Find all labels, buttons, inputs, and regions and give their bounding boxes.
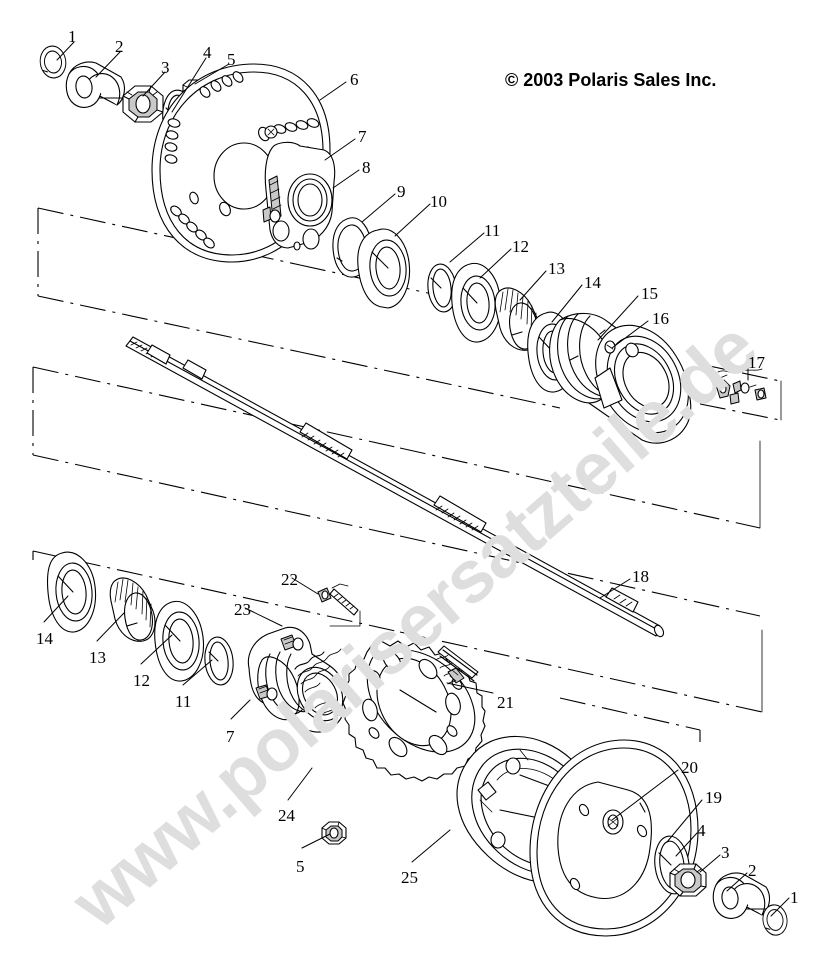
callout-number-20: 20 [681, 758, 698, 777]
part-5b-castle-nut [321, 821, 347, 845]
leader-line-23 [244, 607, 283, 627]
callout-number-5b: 5 [296, 857, 305, 876]
leader-line-1 [56, 41, 75, 61]
leader-line-22 [291, 577, 319, 595]
leader-line-2 [95, 51, 121, 78]
leader-line-13 [519, 270, 547, 301]
callout-number-14: 14 [584, 273, 601, 292]
leader-line-14 [551, 284, 583, 323]
part-13b-bearing-cone [109, 577, 156, 642]
leader-line-11 [449, 232, 485, 263]
callout-number-7b: 7 [226, 727, 235, 746]
leader-line-6 [319, 81, 347, 101]
callout-number-9: 9 [397, 182, 406, 201]
part-11b-oring [204, 636, 234, 686]
group-boundary-lower [32, 366, 763, 742]
part-8-hub-carrier-top [262, 141, 336, 251]
leader-line-20 [611, 769, 679, 821]
leader-line-7 [324, 138, 356, 161]
callout-number-6: 6 [350, 70, 359, 89]
part-3-castle-nut-top [122, 85, 164, 123]
leader-line-25 [411, 829, 451, 863]
part-18-axle-shaft [125, 336, 665, 638]
callout-number-3: 3 [161, 58, 170, 77]
leader-line-19 [666, 799, 703, 843]
callout-number-11: 11 [484, 221, 501, 240]
part-23-sprocket-hub [247, 626, 347, 733]
part-22-bolt [317, 583, 361, 627]
callout-number-22: 22 [281, 570, 298, 589]
leader-line-12b [140, 634, 173, 665]
leader-line-4b [675, 832, 698, 857]
part-24-sprocket [342, 640, 486, 782]
part-17-hardware-kit [715, 368, 767, 405]
callout-number-25: 25 [401, 868, 418, 887]
leader-line-14b [43, 595, 69, 623]
callout-number-5: 5 [227, 50, 236, 69]
callout-number-24: 24 [278, 806, 295, 825]
callout-number-7: 7 [358, 127, 367, 146]
leader-line-8 [332, 169, 360, 189]
leader-line-5b [301, 833, 331, 849]
callout-number-12b: 12 [133, 671, 150, 690]
leader-line-1b [770, 897, 790, 917]
part-2b-spacer [712, 872, 771, 919]
callout-number-12: 12 [512, 237, 529, 256]
callout-number-17: 17 [748, 353, 765, 372]
leader-line-18 [599, 578, 631, 599]
part-14b-seal [46, 551, 97, 633]
callout-number-10: 10 [430, 192, 447, 211]
callout-number-8: 8 [362, 158, 371, 177]
callout-number-4b: 4 [697, 821, 706, 840]
leader-line-4 [171, 57, 207, 113]
callout-number-2: 2 [115, 37, 124, 56]
leader-line-13b [96, 612, 125, 642]
part-12b-seal [154, 600, 205, 682]
leader-line-7b [230, 699, 251, 720]
part-10-seal [357, 228, 411, 309]
callout-number-1: 1 [68, 27, 77, 46]
leader-line-5 [194, 63, 230, 85]
part-2-spacer-top [65, 61, 126, 108]
part-3b-castle-nut [669, 863, 707, 897]
callout-number-3b: 3 [721, 843, 730, 862]
leader-line-21 [446, 682, 494, 694]
part-16-stud [604, 340, 616, 354]
leader-line-11b [182, 659, 213, 686]
callout-number-13: 13 [548, 259, 565, 278]
leader-line-15 [597, 295, 639, 341]
callout-number-15: 15 [641, 284, 658, 303]
callout-number-21: 21 [497, 693, 514, 712]
callout-number-1b: 1 [790, 888, 799, 907]
part-21-chain [294, 645, 479, 717]
part-11-oring [427, 263, 457, 313]
callout-number-14b: 14 [36, 629, 53, 648]
leader-line-3 [142, 71, 166, 97]
leader-line-10 [394, 203, 431, 237]
leader-line-9 [361, 193, 396, 223]
callout-number-4: 4 [203, 43, 212, 62]
callout-number-19: 19 [705, 788, 722, 807]
callout-number-23: 23 [234, 600, 251, 619]
leader-line-16 [611, 320, 649, 349]
leader-line-12 [479, 248, 512, 279]
callout-number-13b: 13 [89, 648, 106, 667]
callout-number-2b: 2 [748, 861, 757, 880]
copyright-notice: © 2003 Polaris Sales Inc. [505, 70, 717, 90]
part-12-seal [451, 262, 502, 343]
callout-leader-lines [43, 41, 790, 917]
leader-line-2b [726, 872, 748, 892]
callout-number-18: 18 [632, 567, 649, 586]
leader-line-3b [699, 854, 721, 873]
part-15-hub [549, 312, 692, 444]
callout-number-16: 16 [652, 309, 669, 328]
callout-number-11b: 11 [175, 692, 192, 711]
part-1-snap-ring-top [37, 43, 69, 81]
leader-line-24 [287, 767, 313, 801]
